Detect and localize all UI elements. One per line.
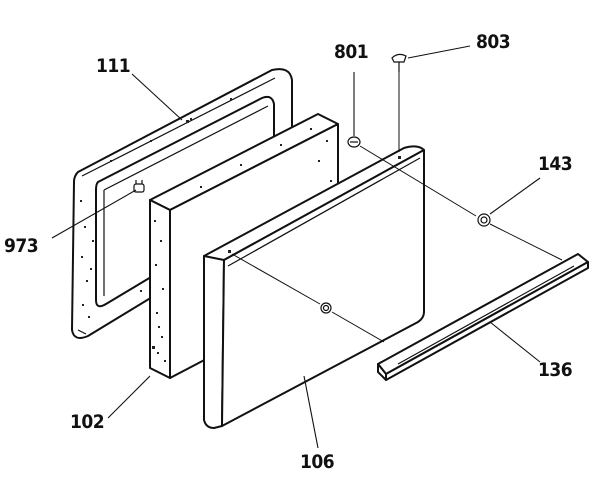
screw-part-801 bbox=[347, 136, 361, 148]
handle-trim-part-136 bbox=[377, 253, 589, 381]
clip-part-973 bbox=[133, 180, 145, 193]
callout-136: 136 bbox=[538, 359, 572, 381]
leader-lines bbox=[51, 45, 541, 449]
alignment-lines bbox=[231, 72, 563, 343]
callout-801: 801 bbox=[334, 41, 368, 63]
callout-803: 803 bbox=[476, 31, 510, 53]
panel-mounting-hole bbox=[320, 302, 332, 314]
callout-106: 106 bbox=[300, 451, 334, 473]
screw-part-803 bbox=[391, 53, 407, 72]
plug-part-143 bbox=[477, 213, 491, 227]
callout-143: 143 bbox=[538, 153, 572, 175]
door-panel-part-106 bbox=[203, 145, 425, 429]
callout-973: 973 bbox=[4, 235, 38, 257]
callout-102: 102 bbox=[70, 411, 104, 433]
callout-111: 111 bbox=[96, 55, 130, 77]
